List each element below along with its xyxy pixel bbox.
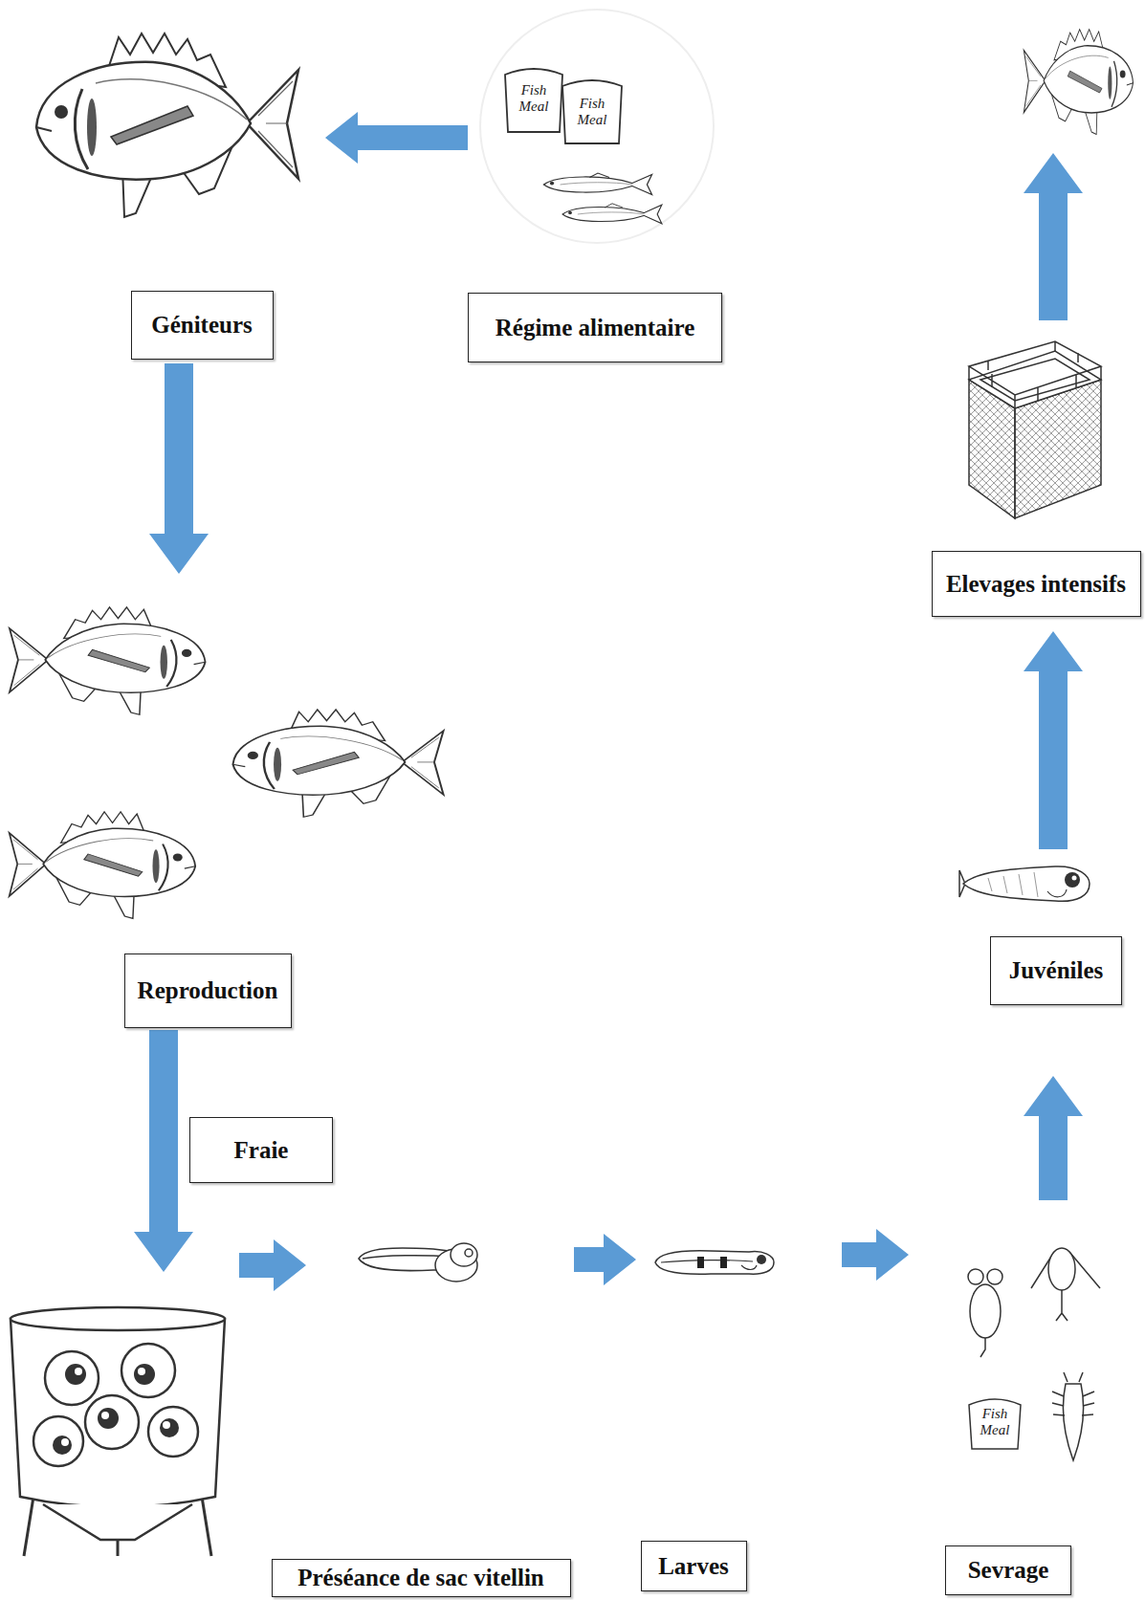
label-box: Larves — [640, 1541, 748, 1592]
stage-label: Reproduction — [137, 977, 279, 1005]
flow-arrow — [133, 1030, 194, 1273]
stage-group: Juvéniles — [956, 849, 1127, 1077]
flow-arrow — [573, 1233, 637, 1286]
label-box: Juvéniles — [990, 936, 1123, 1006]
flow-arrow — [239, 1239, 307, 1292]
stage-group: Préséance de sac vitellin — [0, 1272, 574, 1600]
yolk-sac-larva — [358, 1243, 478, 1282]
stage-group: Géniteurs — [9, 14, 326, 364]
label-box: Préséance de sac vitellin — [271, 1559, 572, 1598]
flow-arrow — [1023, 1076, 1083, 1201]
incubation-tank — [10, 1307, 225, 1557]
label-box: Régime alimentaire — [467, 292, 723, 363]
label-box: Elevages intensifs — [931, 550, 1142, 617]
broodstock-fish — [36, 33, 299, 218]
flow-arrow — [841, 1229, 909, 1281]
stage-group: Larves — [636, 1233, 842, 1596]
feed-illustration — [480, 9, 714, 243]
stage-group: Régime alimentaire — [467, 0, 727, 366]
stage-label: Fraie — [234, 1137, 289, 1165]
larva — [655, 1251, 774, 1275]
stage-group: Sevrage — [908, 1200, 1110, 1600]
stage-label: Juvéniles — [1009, 957, 1104, 985]
net-cage — [968, 341, 1101, 519]
stage-label: Préséance de sac vitellin — [297, 1564, 545, 1592]
spawning-fishes — [9, 607, 444, 919]
stage-label: Régime alimentaire — [495, 314, 696, 342]
weaning-feed — [968, 1248, 1101, 1461]
stage-label: Elevages intensifs — [946, 571, 1126, 598]
stage-group: Elevages intensifs — [927, 330, 1144, 632]
stage-label: Sevrage — [968, 1557, 1050, 1585]
label-box: Fraie — [189, 1117, 333, 1184]
label-box: Géniteurs — [131, 290, 274, 360]
juvenile — [959, 866, 1090, 902]
flow-arrow — [325, 111, 468, 164]
market-fish — [1023, 29, 1133, 135]
bag-label: Fish Meal — [564, 95, 620, 129]
flow-arrow — [1023, 153, 1083, 321]
stage-group: Reproduction — [4, 573, 464, 1031]
stage-label: Géniteurs — [151, 311, 253, 339]
stage-label: Larves — [658, 1553, 729, 1581]
label-box: Reproduction — [124, 953, 292, 1029]
label-box: Sevrage — [945, 1545, 1072, 1596]
flow-arrow — [1023, 631, 1083, 850]
flow-arrow — [149, 363, 209, 574]
bag-label: Fish Meal — [969, 1406, 1020, 1439]
bag-label: Fish Meal — [506, 82, 561, 115]
